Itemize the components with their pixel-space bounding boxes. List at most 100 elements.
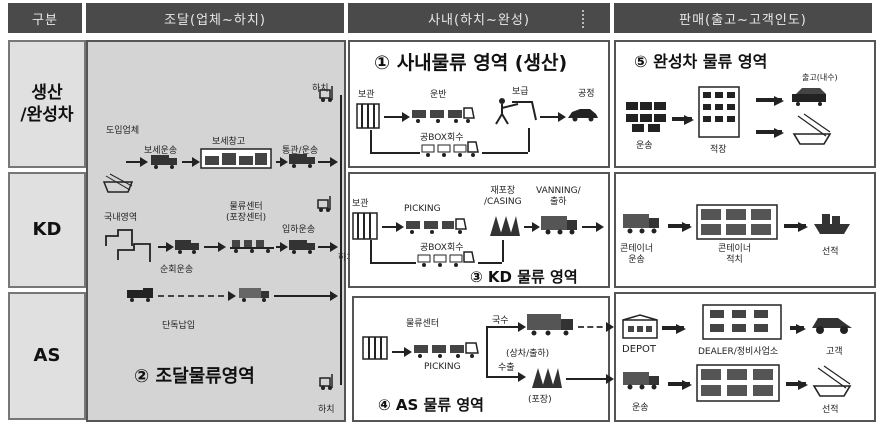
truck-icon xyxy=(151,155,177,169)
return-line xyxy=(502,240,504,262)
dashed-flow-arrow xyxy=(158,291,236,301)
factory-icon xyxy=(105,229,151,262)
car-icon xyxy=(568,109,598,122)
empty-box-label: 공BOX회수 xyxy=(420,133,464,143)
conveyor-icon xyxy=(230,240,274,253)
transport-label: 운반 xyxy=(430,90,447,100)
worker-line-icon xyxy=(495,98,537,125)
return-line xyxy=(370,240,372,262)
return-line xyxy=(370,262,416,264)
ship-icon xyxy=(102,173,134,193)
as-center-label: 물류센터 xyxy=(406,319,440,329)
flow-arrow xyxy=(182,157,200,167)
process-label: 공정 xyxy=(578,89,595,99)
flow-arrow xyxy=(540,112,566,122)
as-picking-label: PICKING xyxy=(424,362,461,372)
container-transport-label: 콘테이너 운송 xyxy=(620,244,654,265)
internal-as-panel xyxy=(352,296,610,422)
flow-arrow xyxy=(756,96,784,106)
header-divider xyxy=(582,10,584,28)
flow-arrow xyxy=(274,291,338,301)
flow-arrow xyxy=(318,242,338,252)
as-domestic-label: 국수 xyxy=(492,316,509,326)
flow-arrow xyxy=(668,380,692,390)
container-yard-icon xyxy=(696,364,780,402)
truck-icon xyxy=(289,154,315,168)
return-line xyxy=(370,152,420,154)
flow-arrow xyxy=(384,112,410,122)
depot-icon xyxy=(622,314,658,339)
kd-ship-label: 선적 xyxy=(822,247,839,257)
forklift-icon xyxy=(319,86,333,102)
tow-train-icon xyxy=(406,218,467,234)
customs-transport-label: 통관/운송 xyxy=(282,146,319,156)
return-line xyxy=(482,152,528,154)
sales-shipping-label: 출고(내수) xyxy=(802,73,838,82)
tow-train-icon xyxy=(417,251,475,267)
tow-train-icon xyxy=(414,342,479,358)
customer-label: 고객 xyxy=(826,347,843,357)
procurement-panel xyxy=(86,40,346,422)
container-yard-label: 콘테이너 적치 xyxy=(718,244,752,265)
rack-icon xyxy=(356,103,380,129)
unload-label-bottom: 하치 xyxy=(318,405,335,415)
forklift-icon xyxy=(317,196,331,212)
flow-arrow xyxy=(790,324,806,334)
warehouse-icon xyxy=(200,148,272,169)
unload-vertical-line xyxy=(340,95,342,385)
car-carrier-icon xyxy=(792,88,826,106)
dashed-flow-arrow xyxy=(578,322,614,332)
flow-arrow xyxy=(524,222,540,232)
flow-arrow xyxy=(672,115,694,125)
truck-icon xyxy=(289,240,315,254)
ship-icon xyxy=(812,365,852,397)
row-label-as: AS xyxy=(8,292,86,420)
flow-arrow xyxy=(486,372,526,382)
return-line xyxy=(478,262,502,264)
row-label-kd: KD xyxy=(8,172,86,288)
sales-yard-label: 적장 xyxy=(710,145,727,155)
header-internal: 사내(하치~완성) xyxy=(348,3,610,33)
tow-train-icon xyxy=(412,107,475,123)
container-truck-icon xyxy=(623,214,659,234)
as-transport-label: 운송 xyxy=(632,403,649,413)
flow-arrow xyxy=(582,222,604,232)
unload-label-mid: 하치 xyxy=(338,253,355,263)
storage-label: 보관 xyxy=(358,90,375,100)
forklift-icon xyxy=(319,374,333,390)
as-export-mode-label: (포장) xyxy=(528,395,552,405)
return-line xyxy=(528,128,530,152)
container-truck-icon xyxy=(541,216,577,235)
truck-icon xyxy=(175,240,199,254)
inbound-transport-label: 입하운송 xyxy=(282,225,316,235)
customer-car-icon xyxy=(812,318,852,334)
truck-icon xyxy=(127,288,153,302)
car-fleet-icon xyxy=(626,102,666,132)
return-line xyxy=(370,130,372,152)
vanning-label: VANNING/ 출하 xyxy=(536,186,581,207)
container-truck-icon xyxy=(623,372,659,390)
rack-icon xyxy=(362,336,388,360)
procurement-area-title: ② 조달물류영역 xyxy=(134,366,255,387)
sales-production-title: ⑤ 완성차 물류 영역 xyxy=(634,52,768,71)
crate-stack-icon xyxy=(490,216,520,236)
as-ship-label: 선적 xyxy=(822,405,839,415)
depot-label: DEPOT xyxy=(622,344,657,355)
flow-arrow xyxy=(784,222,808,232)
as-export-label: 수출 xyxy=(498,363,515,373)
dealer-label: DEALER/정비사업소 xyxy=(698,347,779,357)
header-procurement: 조달(업체~하치) xyxy=(86,3,344,33)
flow-arrow xyxy=(392,347,412,357)
branch-line xyxy=(486,326,488,376)
picking-label: PICKING xyxy=(404,204,441,214)
flow-arrow xyxy=(486,322,526,332)
flow-arrow xyxy=(662,324,686,334)
logistics-center-label: 물류센터 (포장센터) xyxy=(226,202,267,223)
packing-label: 재포장 /CASING xyxy=(484,186,522,207)
kd-empty-box-label: 공BOX회수 xyxy=(420,243,464,253)
flow-arrow xyxy=(566,374,614,384)
flow-arrow xyxy=(276,157,288,167)
flow-arrow xyxy=(382,222,404,232)
rack-icon xyxy=(352,212,378,240)
flow-arrow xyxy=(158,242,174,252)
